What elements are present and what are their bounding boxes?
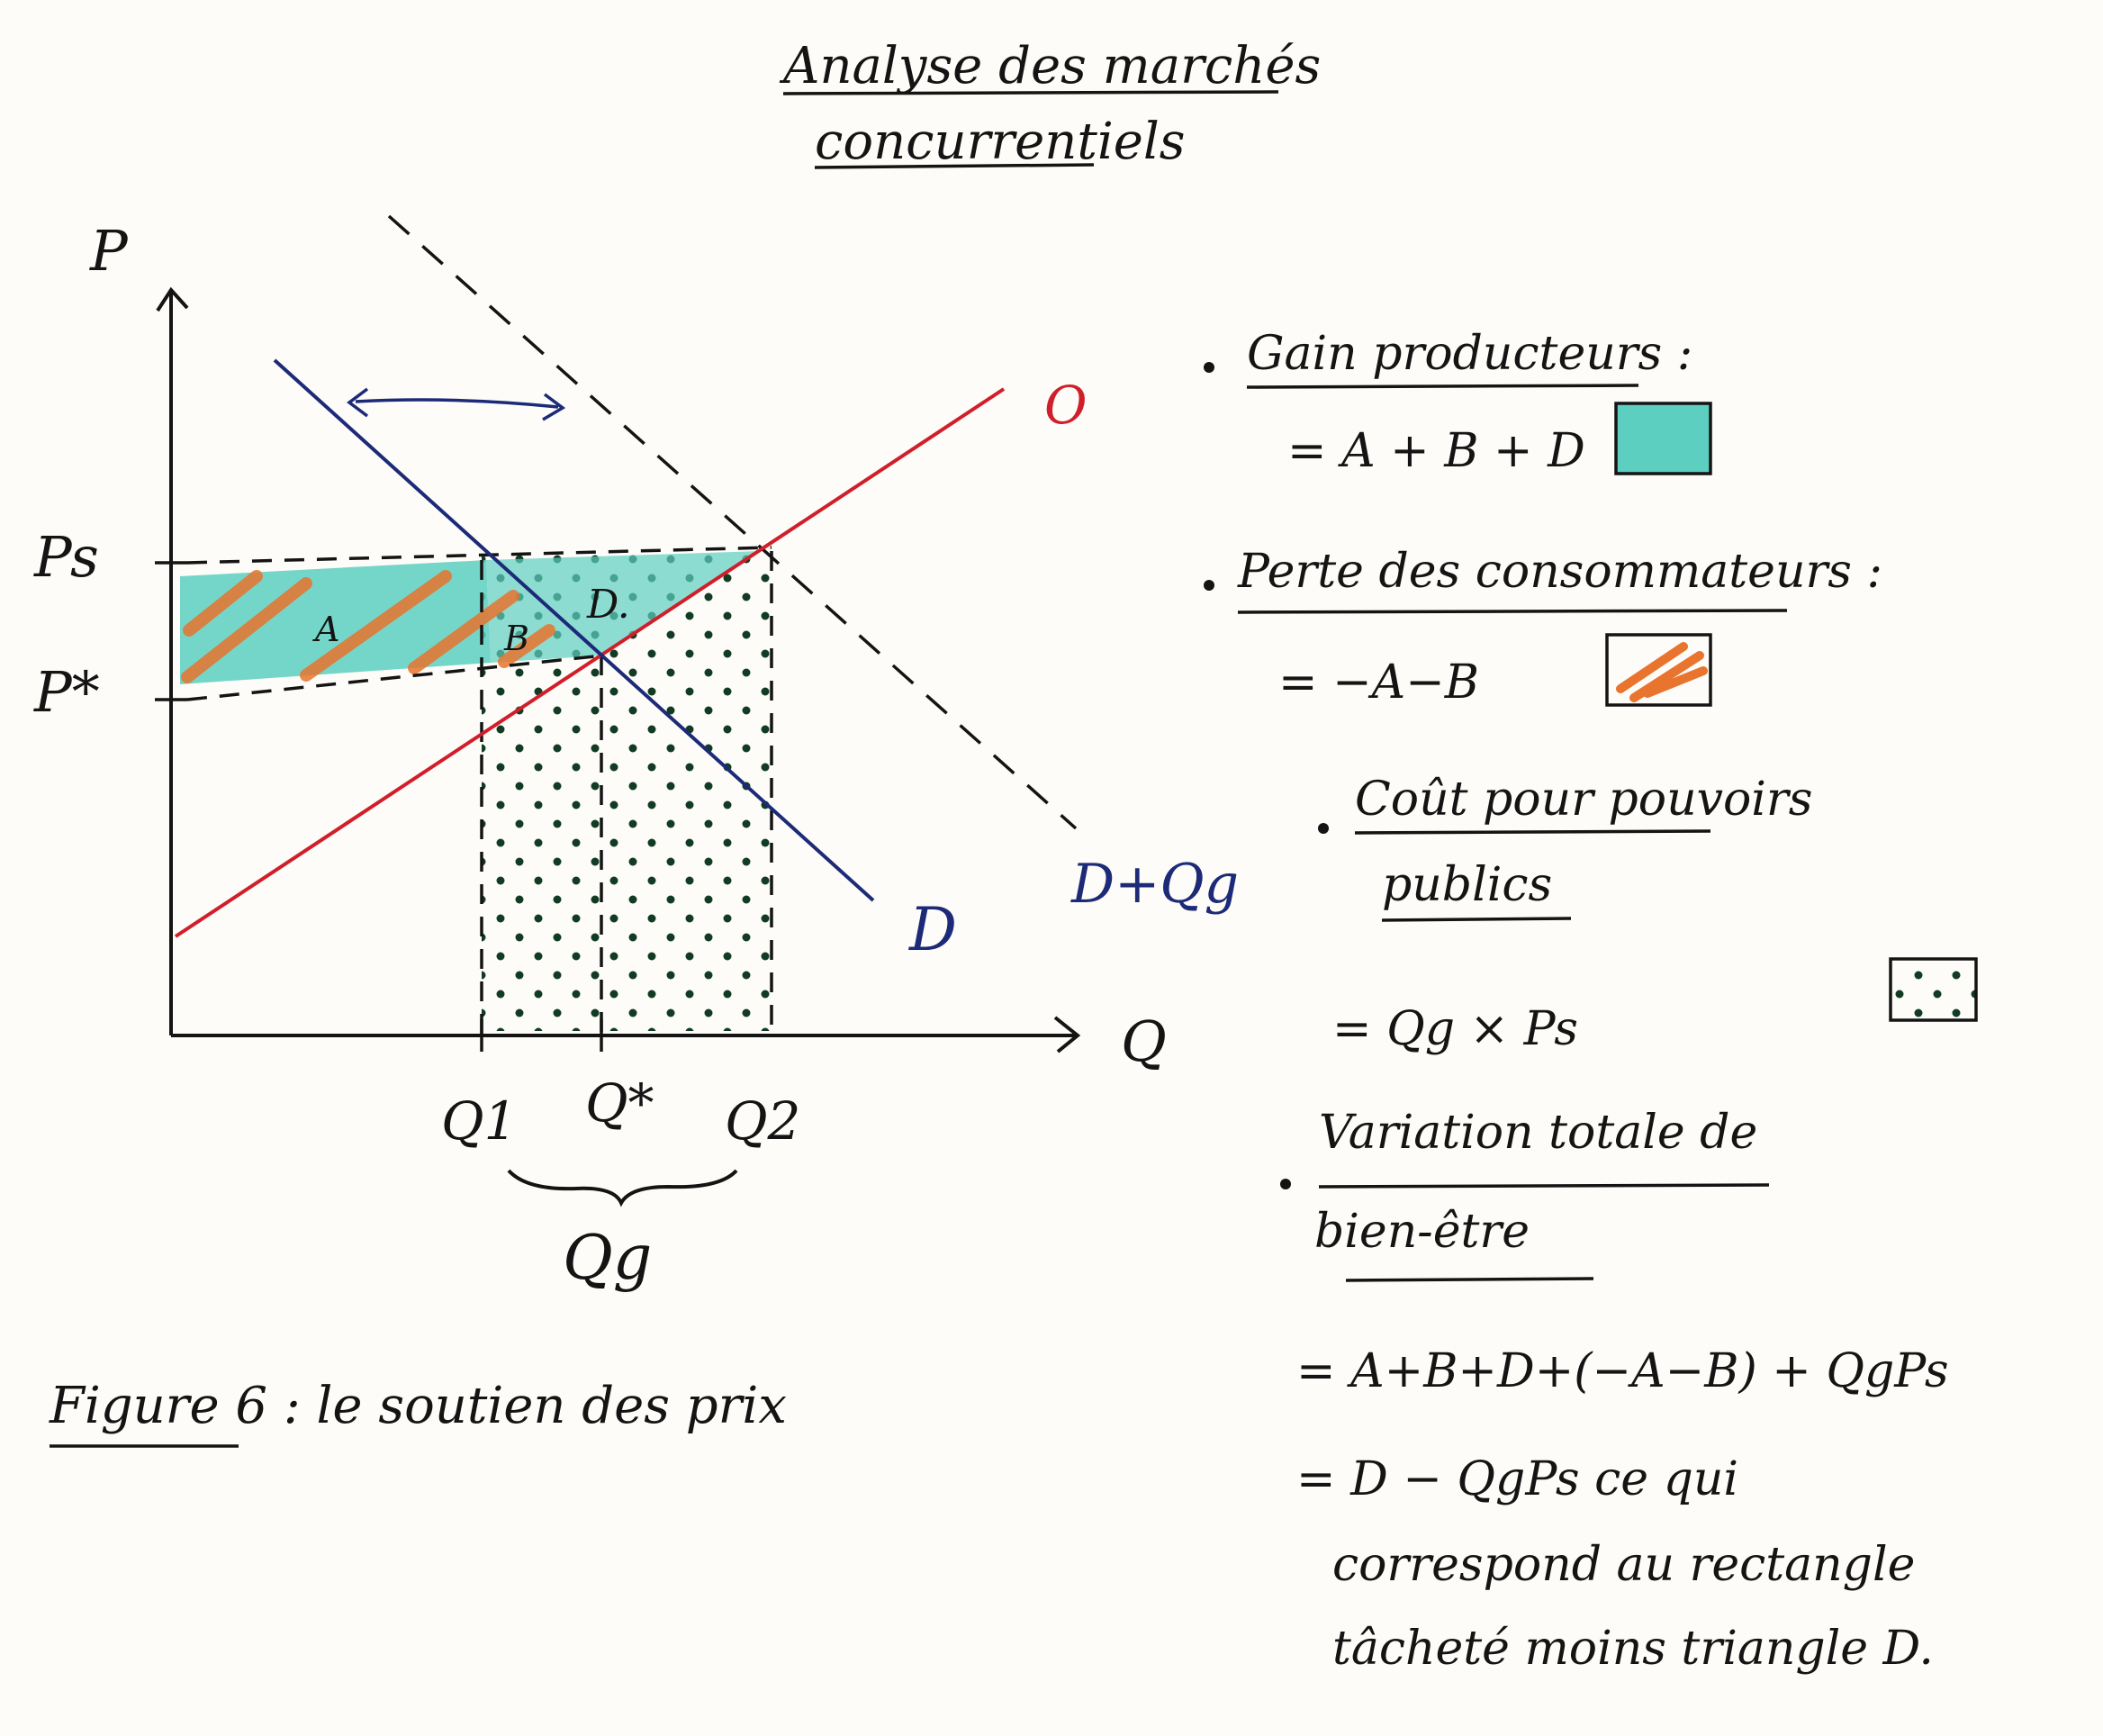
bullet-icon <box>1318 823 1329 834</box>
public-formula: = Qg × Ps <box>1332 1002 1578 1056</box>
title-line-2: concurrentiels <box>815 113 1186 171</box>
total-heading-2: bien-être <box>1314 1205 1530 1259</box>
title-line-1: Analyse des marchés <box>779 37 1321 95</box>
area-b-label: B <box>503 619 529 658</box>
consumer-heading: Perte des consommateurs : <box>1237 545 1882 599</box>
orange-hatch-swatch-icon <box>1605 633 1712 707</box>
shifted-demand-curve <box>387 214 1078 830</box>
figure-caption: Figure 6 : le soutien des prix <box>49 1377 787 1435</box>
legend-consumer: Perte des consommateurs : = −A−B <box>1204 545 1882 710</box>
title: Analyse des marchés concurrentiels <box>779 37 1321 171</box>
producer-formula: = A + B + D <box>1287 424 1585 478</box>
legend-producer: Gain producteurs : = A + B + D <box>1204 327 1712 478</box>
public-cost-area <box>482 549 772 1031</box>
pstar-label: P* <box>33 659 100 725</box>
demand-label: D <box>908 895 957 964</box>
legend-public: Coût pour pouvoirs publics = Qg × Ps <box>1318 773 1978 1056</box>
bullet-icon <box>1280 1179 1291 1189</box>
demand-curve <box>273 358 875 902</box>
public-heading-1: Coût pour pouvoirs <box>1355 773 1812 827</box>
area-a-label: A <box>312 610 339 649</box>
price-axis-arrowhead <box>156 286 189 312</box>
supply-curve <box>174 387 1006 938</box>
producer-gain-area <box>180 551 761 684</box>
quantity-axis-arrowhead <box>1053 1016 1081 1053</box>
title-underline-1 <box>782 90 1279 95</box>
total-formula-1: = A+B+D+(−A−B) + QgPs <box>1296 1344 1949 1398</box>
teal-swatch-icon <box>1614 402 1712 475</box>
total-explanation-2: tâcheté moins triangle D. <box>1332 1622 1934 1676</box>
total-explanation-1: correspond au rectangle <box>1332 1538 1915 1592</box>
guide-lines <box>186 546 773 1034</box>
qg-brace <box>507 1169 738 1207</box>
axes <box>156 286 1081 1053</box>
qstar-label: Q* <box>585 1072 654 1134</box>
ps-label: Ps <box>33 524 99 590</box>
quantity-axis-label: Q <box>1121 1008 1167 1074</box>
total-heading-1: Variation totale de <box>1319 1106 1757 1160</box>
dotted-swatch-icon <box>1889 957 1978 1022</box>
public-heading-2: publics <box>1382 858 1552 912</box>
total-formula-2: = D − QgPs ce qui <box>1296 1452 1738 1506</box>
price-axis-label: P <box>89 218 129 284</box>
bullet-icon <box>1204 362 1214 373</box>
supply-label: O <box>1044 375 1088 436</box>
qg-label: Qg <box>563 1223 652 1294</box>
demand-shift-arrow <box>347 387 566 421</box>
consumer-formula: = −A−B <box>1278 656 1479 710</box>
q1-label: Q1 <box>441 1090 517 1152</box>
consumer-loss-hatching <box>181 570 555 683</box>
producer-heading: Gain producteurs : <box>1247 327 1692 381</box>
legend-total: Variation totale de bien-être = A+B+D+(−… <box>1280 1106 1949 1676</box>
q2-label: Q2 <box>725 1090 800 1152</box>
title-underline-2 <box>814 163 1095 169</box>
shifted-demand-label: D+Qg <box>1070 853 1239 916</box>
bullet-icon <box>1204 580 1214 591</box>
area-d-label: D. <box>586 582 630 628</box>
